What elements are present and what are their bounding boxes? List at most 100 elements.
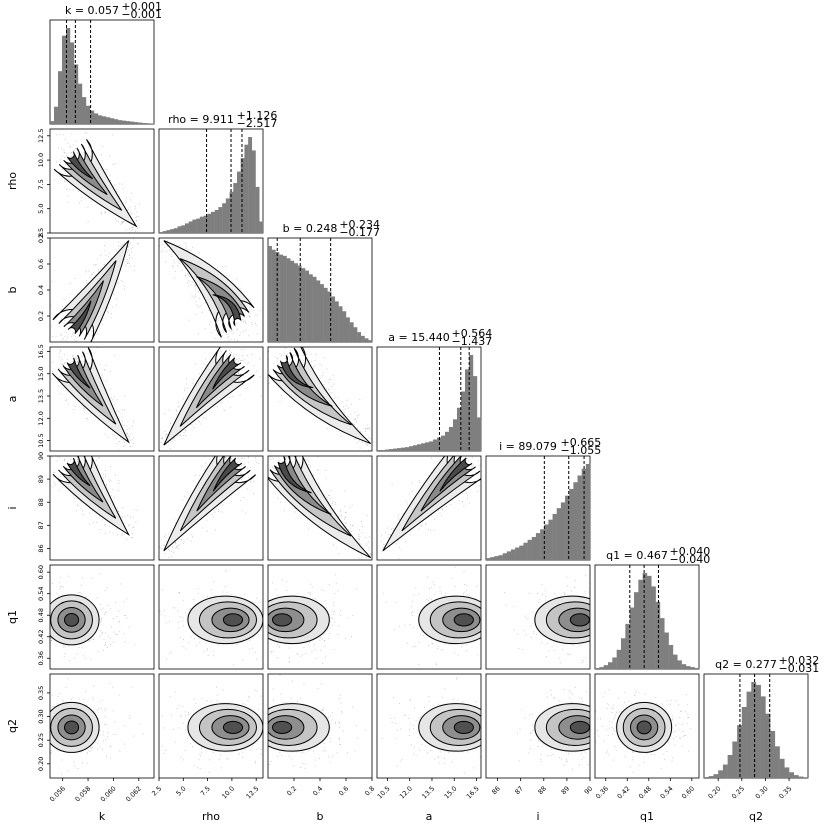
scatter-point (566, 653, 568, 655)
scatter-point (504, 591, 506, 593)
scatter-point (65, 400, 67, 401)
scatter-point (123, 439, 124, 441)
scatter-point (53, 482, 55, 484)
scatter-point (65, 340, 67, 341)
scatter-point (221, 511, 223, 513)
scatter-point (86, 280, 87, 281)
scatter-point (355, 420, 357, 422)
contour-level (222, 613, 244, 627)
scatter-point (240, 314, 242, 316)
scatter-point (478, 485, 480, 486)
scatter-point (91, 331, 93, 333)
scatter-point (322, 638, 324, 640)
hist-bar (634, 592, 639, 669)
scatter-point (118, 241, 119, 243)
scatter-point (197, 306, 199, 308)
scatter-point (251, 323, 253, 325)
hist-bar (756, 684, 761, 778)
scatter-point (238, 360, 240, 362)
scatter-point (115, 633, 117, 635)
scatter-point (184, 647, 186, 649)
scatter-point (102, 479, 104, 481)
scatter-point (344, 517, 346, 519)
scatter-point (430, 472, 432, 474)
scatter-point (317, 469, 319, 471)
scatter-point (347, 617, 349, 619)
hist-bar (114, 119, 119, 124)
scatter-point (333, 383, 334, 385)
scatter-point (382, 592, 384, 594)
hist-bar (625, 623, 630, 669)
scatter-point (58, 385, 59, 387)
scatter-point (382, 547, 384, 549)
hist-bar (268, 246, 272, 342)
scatter-point (127, 259, 128, 260)
scatter-point (224, 316, 226, 318)
scatter-point (302, 355, 304, 357)
scatter-point (165, 251, 167, 253)
hist-bar (638, 579, 643, 669)
scatter-point (137, 509, 139, 511)
scatter-point (77, 460, 79, 462)
scatter-point (470, 464, 472, 466)
scatter-point (78, 505, 80, 507)
scatter-point (59, 375, 61, 377)
scatter-point (104, 433, 106, 435)
scatter-point (289, 349, 291, 351)
scatter-point (66, 159, 68, 161)
scatter-point (81, 647, 83, 649)
hist-bar (301, 268, 306, 342)
scatter-point (359, 447, 361, 449)
scatter-point (127, 245, 129, 247)
scatter-point (247, 386, 249, 388)
scatter-point (63, 354, 65, 356)
scatter-point (132, 735, 134, 737)
scatter-point (254, 457, 256, 459)
pair-panel-b-k (49, 237, 155, 343)
scatter-point (174, 277, 176, 279)
scatter-point (55, 484, 57, 486)
scatter-point (179, 435, 181, 437)
scatter-point (163, 610, 165, 612)
scatter-point (75, 358, 77, 360)
scatter-point (206, 649, 208, 651)
scatter-point (542, 635, 544, 637)
scatter-point (566, 585, 568, 587)
scatter-point (90, 340, 92, 342)
scatter-point (259, 358, 261, 360)
scatter-point (358, 534, 360, 535)
scatter-point (113, 631, 115, 633)
hist-bar (62, 35, 67, 124)
scatter-point (284, 351, 286, 353)
scatter-point (284, 509, 286, 511)
scatter-point (292, 355, 294, 357)
scatter-point (401, 549, 403, 551)
scatter-point (111, 400, 113, 402)
hist-bar (765, 713, 771, 778)
scatter-point (461, 501, 463, 503)
scatter-point (233, 353, 235, 355)
scatter-point (361, 440, 363, 442)
scatter-point (305, 459, 307, 460)
scatter-point (98, 271, 100, 273)
scatter-point (119, 750, 121, 752)
panel-frame (376, 455, 482, 561)
scatter-point (332, 501, 334, 503)
scatter-point (60, 393, 62, 395)
scatter-point (113, 734, 115, 735)
scatter-point (82, 406, 84, 408)
scatter-point (364, 442, 366, 444)
scatter-point (72, 357, 74, 359)
scatter-point (160, 548, 162, 550)
scatter-point (326, 428, 328, 430)
scatter-point (245, 302, 247, 303)
scatter-point (115, 601, 116, 603)
scatter-point (101, 154, 102, 155)
scatter-point (345, 522, 347, 524)
scatter-point (128, 254, 130, 256)
scatter-point (358, 542, 360, 544)
scatter-point (86, 418, 88, 420)
scatter-point (287, 353, 288, 355)
scatter-point (172, 266, 174, 268)
